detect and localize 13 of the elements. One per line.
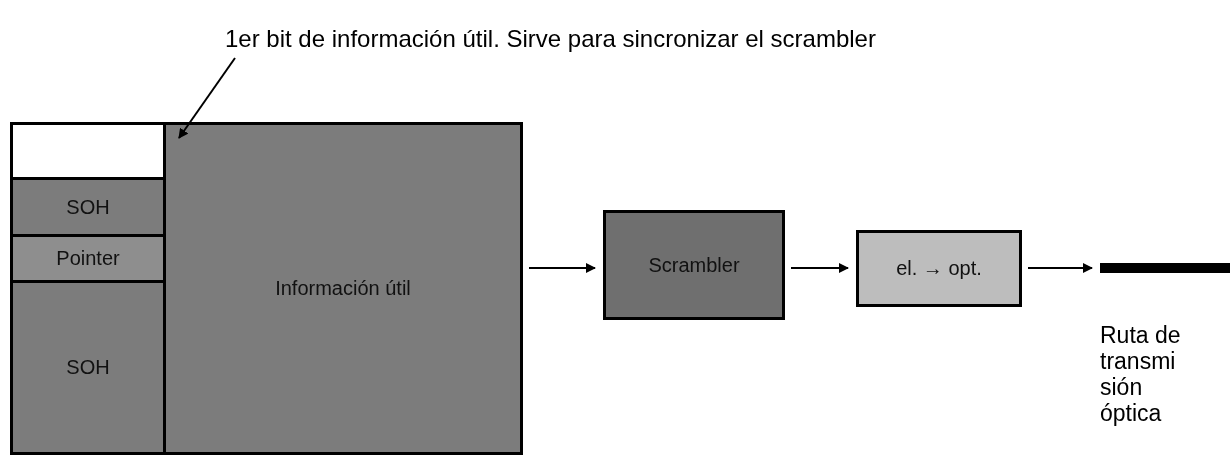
process-box: Scrambler	[603, 210, 785, 320]
arrow	[790, 263, 849, 273]
leader-line	[178, 57, 236, 139]
process-box: Pointer	[10, 234, 166, 283]
arrow	[1027, 263, 1093, 273]
arrow	[528, 263, 596, 273]
process-box: SOH	[10, 177, 166, 237]
annotation-text: 1er bit de información útil. Sirve para sincronizar el scrambler	[225, 25, 876, 53]
empty-box	[10, 122, 166, 180]
process-box: Información útil	[163, 122, 523, 455]
process-box: el. → opt.	[856, 230, 1022, 307]
process-box: SOH	[10, 280, 166, 455]
line-caption: Ruta de transmi sión óptica	[1100, 322, 1182, 426]
